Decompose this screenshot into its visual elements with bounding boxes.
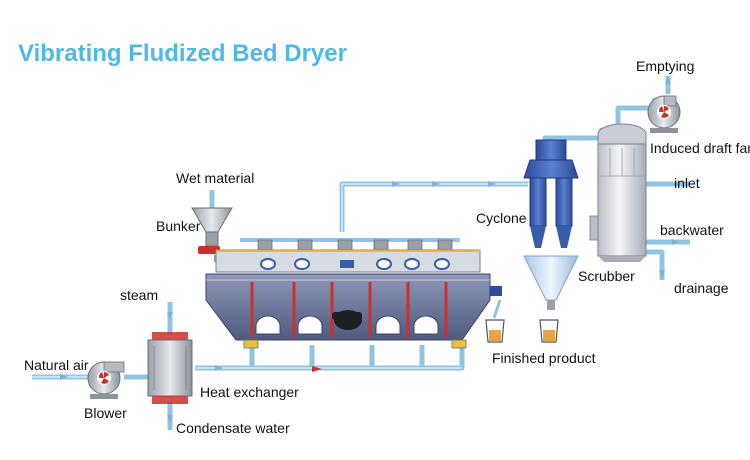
scrubber <box>589 123 647 262</box>
label-blower: Blower <box>84 405 127 421</box>
label-emptying: Emptying <box>636 58 695 74</box>
page-title: Vibrating Fludized Bed Dryer <box>18 40 347 67</box>
induced-draft-fan <box>647 95 681 133</box>
blower <box>87 361 125 399</box>
label-bunker: Bunker <box>156 218 201 234</box>
cyclone <box>523 139 579 310</box>
vibration-motor <box>332 310 362 330</box>
label-induced-draft-fan: Induced draft fan <box>650 140 750 156</box>
hot-air-arrow <box>312 366 322 372</box>
label-condensate-water: Condensate water <box>176 420 290 436</box>
label-cyclone: Cyclone <box>476 210 527 226</box>
label-wet-material: Wet material <box>176 170 255 186</box>
flow-arrows <box>60 76 680 423</box>
label-steam: steam <box>120 287 159 303</box>
label-natural-air: Natural air <box>24 357 89 373</box>
label-drainage: drainage <box>674 280 729 296</box>
drainage-pipe <box>645 249 665 280</box>
label-finished-product: Finished product <box>492 350 596 366</box>
label-heat-exchanger: Heat exchanger <box>200 384 299 400</box>
vibrating-dryer <box>205 238 502 349</box>
label-backwater: backwater <box>660 222 724 238</box>
label-inlet: inlet <box>674 175 700 191</box>
product-bins <box>485 299 559 343</box>
heat-exchanger <box>147 332 193 404</box>
label-scrubber: Scrubber <box>578 268 635 284</box>
